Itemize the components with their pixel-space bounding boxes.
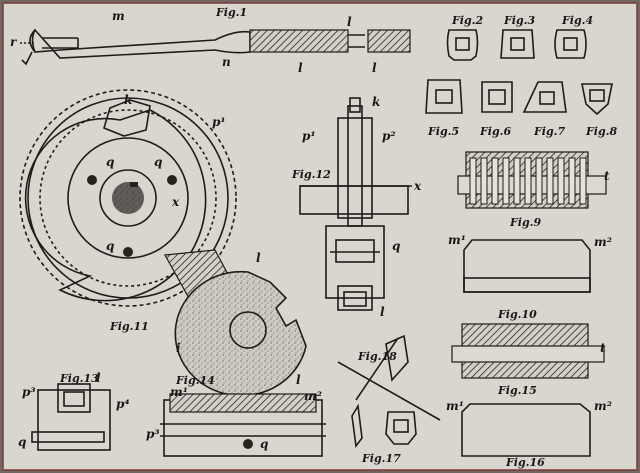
- tooth-slat: [535, 157, 543, 205]
- label-p1-fig12: p¹: [302, 129, 316, 143]
- tooth-slat: [502, 157, 510, 205]
- label-q2-fig11: q: [154, 155, 162, 169]
- label-p1-fig11: p¹: [212, 115, 226, 129]
- caption-fig17: Fig.17: [361, 452, 401, 465]
- label-m1-fig10: m¹: [448, 233, 466, 247]
- figure-15-teeth-row: t Fig.15: [451, 323, 606, 397]
- caption-fig6: Fig.6: [479, 125, 512, 138]
- caption-fig2: Fig.2: [451, 14, 484, 27]
- caption-fig14: Fig.14: [175, 374, 215, 387]
- label-l-fig1c: l: [347, 15, 352, 29]
- label-q-fig14: q: [260, 437, 268, 451]
- figure-16-teeth-row: m¹ m² Fig.16: [446, 399, 612, 469]
- caption-fig18: Fig.18: [357, 350, 397, 363]
- tooth-profiles: Fig.2 Fig.3 Fig.4 Fig.5 Fig.6 Fig.7 Fig.…: [425, 14, 618, 138]
- caption-fig11: Fig.11: [109, 320, 149, 333]
- caption-fig7: Fig.7: [533, 125, 566, 138]
- caption-fig9: Fig.9: [509, 216, 542, 229]
- label-p3-fig14: p³: [146, 427, 160, 441]
- roller-i: i: [174, 270, 307, 397]
- label-q1-fig11: q: [106, 155, 114, 169]
- label-x-fig12: x: [413, 179, 422, 193]
- label-n: n: [222, 55, 231, 69]
- label-m1-fig14: m¹: [170, 385, 188, 399]
- label-q-fig12: q: [392, 239, 400, 253]
- label-x-fig11: x: [171, 195, 180, 209]
- label-l-fig11: l: [256, 251, 261, 265]
- caption-fig12: Fig.12: [291, 168, 331, 181]
- label-k-fig11: k: [124, 93, 132, 107]
- tooth-slat: [524, 157, 532, 205]
- tooth-slat: [546, 157, 554, 205]
- label-p4-fig13: p⁴: [116, 397, 130, 411]
- tooth-slat: [557, 157, 565, 205]
- label-m: m: [112, 9, 125, 23]
- label-t-fig9: t: [604, 169, 610, 183]
- label-r: r: [10, 35, 18, 49]
- label-q-fig13: q: [18, 435, 26, 449]
- figure-1-file: r m n l l l Fig.1: [10, 6, 411, 75]
- label-t-fig15: t: [600, 341, 606, 355]
- figure-10-teeth-row: m¹ m² Fig.10: [448, 233, 612, 321]
- figures-17-18: Fig.18 Fig.17: [337, 334, 441, 465]
- label-p3-fig13: p³: [22, 385, 36, 399]
- caption-fig13: Fig.13: [59, 372, 99, 385]
- label-l-fig1a: l: [298, 61, 303, 75]
- caption-fig15: Fig.15: [497, 384, 537, 397]
- tooth-slat: [568, 157, 576, 205]
- tooth-slat: [480, 157, 488, 205]
- tooth-slat: [579, 157, 587, 205]
- label-m1-fig16: m¹: [446, 399, 464, 413]
- label-p2-fig12: p²: [382, 129, 396, 143]
- label-l-fig12: l: [380, 305, 385, 319]
- tooth-slat: [469, 157, 477, 205]
- caption-fig5: Fig.5: [427, 125, 459, 138]
- label-m2-fig16: m²: [594, 399, 612, 413]
- figure-12-holder: k p¹ p² Fig.12 x q l: [291, 95, 422, 319]
- label-m2-fig14: m²: [304, 389, 322, 403]
- label-l-fig14: l: [296, 373, 301, 387]
- label-m2-fig10: m²: [594, 235, 612, 249]
- label-l-fig13: l: [96, 371, 101, 385]
- caption-fig8: Fig.8: [585, 125, 618, 138]
- figure-9-teeth-row: t Fig.9: [457, 151, 610, 229]
- label-k-fig12: k: [372, 95, 380, 109]
- label-q3-fig11: q: [106, 239, 114, 253]
- tooth-slat: [491, 157, 499, 205]
- caption-fig16: Fig.16: [505, 456, 545, 469]
- caption-fig3: Fig.3: [503, 14, 536, 27]
- figure-14-bed: Fig.14 l m¹ m² p³ q: [146, 373, 326, 457]
- tooth-slat: [513, 157, 521, 205]
- figure-11-disc: k p¹ q q x q l Fig.11: [19, 89, 261, 333]
- figure-13-section: Fig.13 l p³ p⁴ q: [18, 371, 130, 451]
- caption-fig4: Fig.4: [561, 14, 593, 27]
- label-i: i: [176, 341, 181, 355]
- label-l-fig1b: l: [372, 61, 377, 75]
- caption-fig1: Fig.1: [215, 6, 247, 19]
- caption-fig10: Fig.10: [497, 308, 537, 321]
